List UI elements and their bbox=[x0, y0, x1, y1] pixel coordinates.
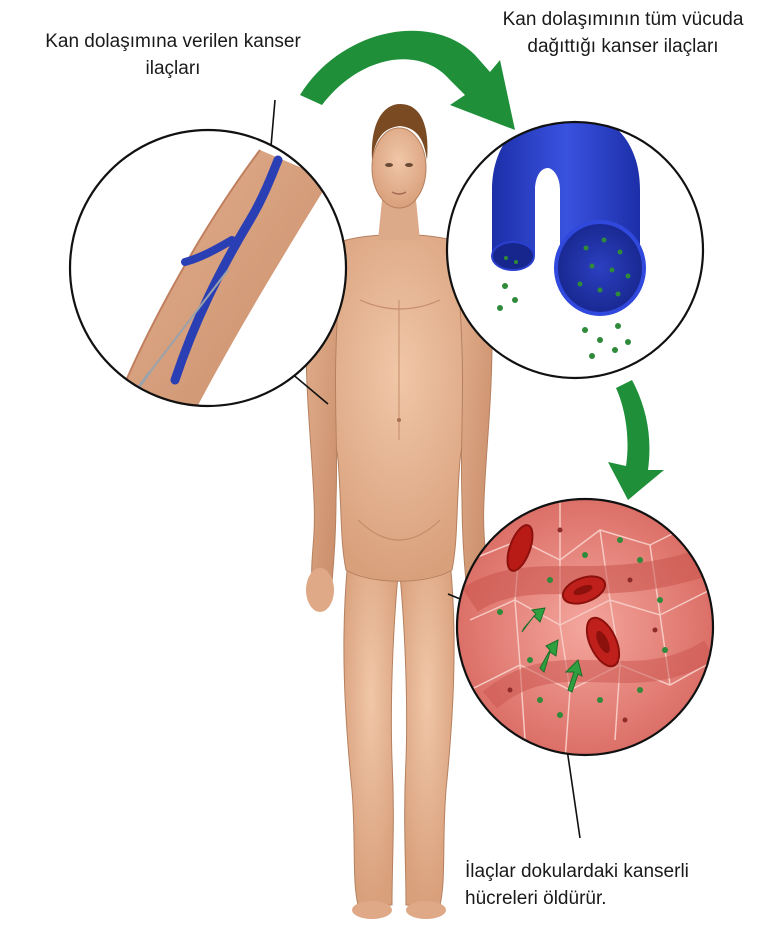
label-injection: Kan dolaşımına verilen kanser ilaçları bbox=[18, 28, 328, 82]
label-circulation-line2: dağıttığı kanser ilaçları bbox=[478, 33, 768, 60]
label-circulation: Kan dolaşımının tüm vücuda dağıttığı kan… bbox=[478, 6, 768, 60]
vessel-lumen bbox=[556, 222, 644, 314]
label-injection-line1: Kan dolaşımına verilen kanser bbox=[18, 28, 328, 55]
arrow-circulation-to-tissue bbox=[608, 380, 664, 500]
injection-detail-circle bbox=[70, 130, 346, 440]
label-tissue-line2: hücreleri öldürür. bbox=[465, 885, 765, 912]
label-tissue: İlaçlar dokulardaki kanserli hücreleri ö… bbox=[465, 858, 765, 912]
vessel-detail-circle bbox=[447, 110, 703, 378]
label-tissue-line1: İlaçlar dokulardaki kanserli bbox=[465, 858, 765, 885]
tissue-detail-circle bbox=[457, 499, 715, 760]
label-circulation-line1: Kan dolaşımının tüm vücuda bbox=[478, 6, 768, 33]
label-injection-line2: ilaçları bbox=[18, 55, 328, 82]
